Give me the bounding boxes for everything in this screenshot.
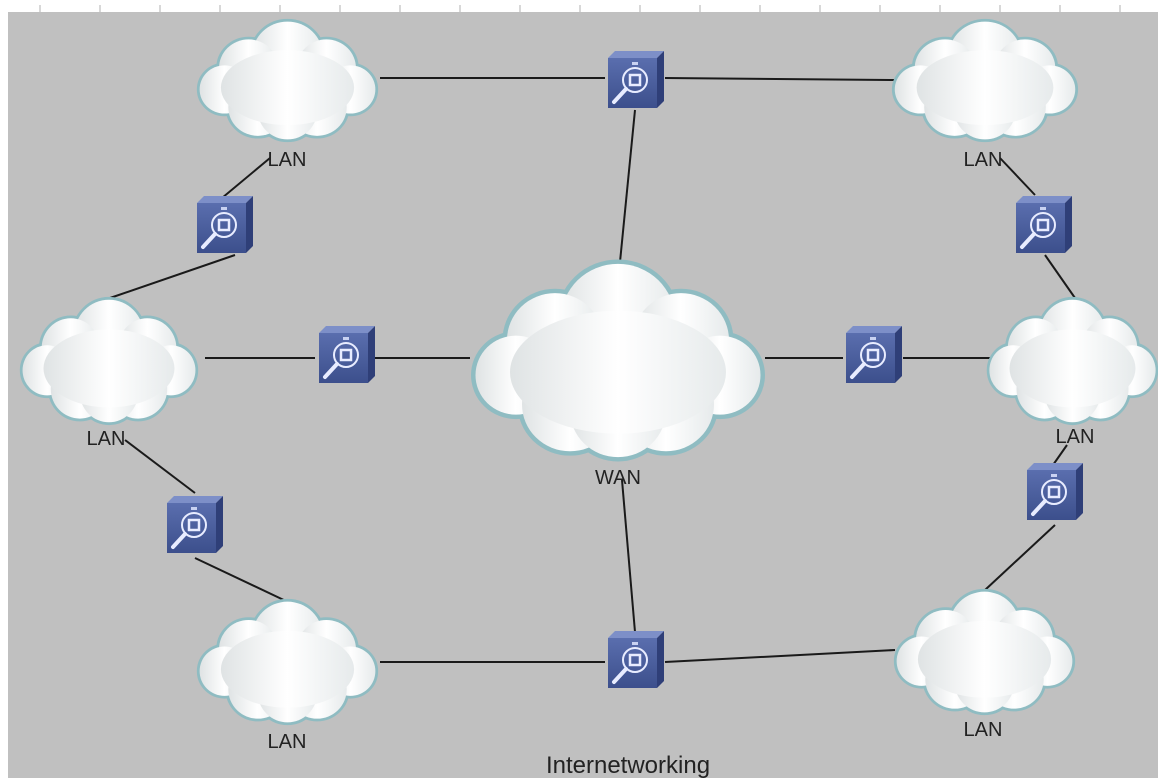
- link: [1044, 254, 1076, 299]
- router-icon[interactable]: [1016, 196, 1072, 253]
- link: [619, 109, 636, 263]
- lan-cloud-icon: [200, 602, 376, 723]
- link: [194, 557, 289, 603]
- wan-cloud-icon: [476, 264, 761, 457]
- wan-label: WAN: [595, 467, 641, 489]
- ruler-top: [0, 0, 1158, 13]
- lan-label: LAN: [268, 731, 307, 753]
- lan-cloud-icon: [895, 22, 1076, 140]
- router-icon[interactable]: [197, 196, 253, 253]
- lan-cloud-icon: [200, 22, 376, 140]
- links: [109, 77, 1076, 663]
- lan-label: LAN: [268, 149, 307, 171]
- router-icon[interactable]: [167, 496, 223, 553]
- router-icon[interactable]: [1027, 463, 1083, 520]
- router-icon[interactable]: [608, 631, 664, 688]
- lan-cloud-icon: [23, 300, 196, 423]
- link: [221, 157, 271, 199]
- router-icon[interactable]: [846, 326, 902, 383]
- link: [621, 479, 636, 633]
- network-diagram: LAN LAN LAN LAN LAN LAN WAN Internetwork…: [8, 12, 1158, 778]
- link: [1052, 444, 1068, 466]
- link: [664, 649, 896, 663]
- lan-cloud-icon: [897, 592, 1073, 713]
- lan-label: LAN: [87, 428, 126, 450]
- link: [984, 524, 1056, 591]
- link: [124, 439, 196, 494]
- router-icon[interactable]: [608, 51, 664, 108]
- link: [999, 157, 1036, 196]
- lan-cloud-icon: [989, 300, 1155, 423]
- lan-label: LAN: [1056, 426, 1095, 448]
- diagram-title: Internetworking: [546, 752, 710, 778]
- lan-label: LAN: [964, 149, 1003, 171]
- lan-label: LAN: [964, 719, 1003, 741]
- ruler-left: [0, 12, 8, 778]
- link: [109, 254, 236, 299]
- diagram-canvas: LAN LAN LAN LAN LAN LAN WAN Internetwork…: [8, 12, 1158, 778]
- router-icon[interactable]: [319, 326, 375, 383]
- link: [664, 77, 896, 81]
